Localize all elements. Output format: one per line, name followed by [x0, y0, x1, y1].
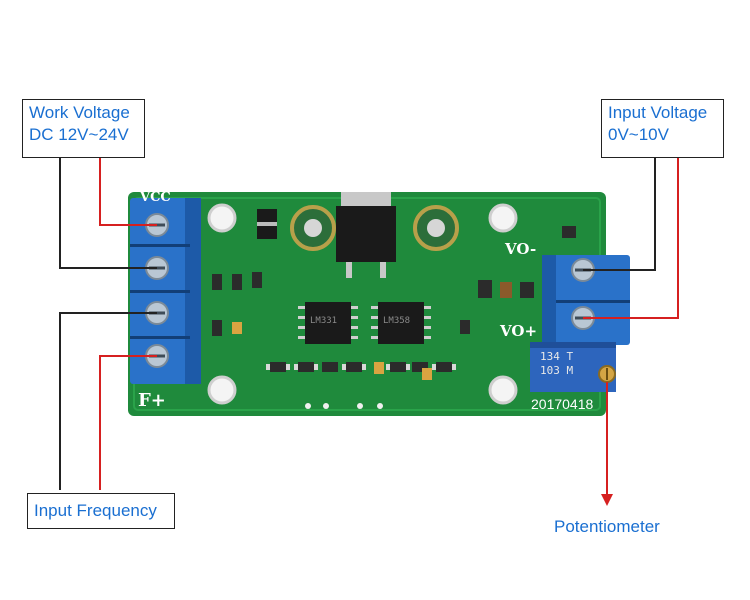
leader-lines — [59, 158, 679, 495]
silkscreen-vcc: VCC — [140, 190, 171, 205]
right-terminal-block — [542, 255, 630, 345]
input-frequency-label: Input Frequency — [27, 493, 175, 529]
smd-pads — [266, 364, 456, 370]
pot-marking-1: 134 T — [540, 350, 574, 363]
left-terminal-block — [130, 198, 201, 384]
work-voltage-line2: DC 12V~24V — [29, 125, 129, 144]
tantalum-caps — [232, 322, 432, 380]
mounting-holes — [207, 203, 518, 405]
date-code: 20170418 — [531, 396, 594, 412]
work-voltage-label: Work Voltage DC 12V~24V — [22, 99, 145, 158]
input-voltage-line1: Input Voltage — [608, 103, 708, 122]
potentiometer-label: Potentiometer — [554, 517, 660, 536]
input-voltage-line2: 0V~10V — [608, 125, 669, 144]
pcb-board — [128, 192, 606, 416]
silkscreen-vo-plus: VO+ — [500, 322, 538, 340]
arrow-head — [601, 494, 613, 506]
work-voltage-line1: Work Voltage — [29, 103, 130, 122]
ic-chip-2 — [371, 302, 431, 344]
smd-components — [212, 226, 576, 372]
capacitors — [290, 205, 459, 251]
silkscreen-vo-minus: VO- — [505, 240, 537, 258]
input-voltage-label: Input Voltage 0V~10V — [601, 99, 724, 158]
chip2-marking: LM358 — [383, 316, 411, 326]
chip1-marking: LM331 — [310, 316, 338, 326]
pot-marking-2: 103 M — [540, 364, 574, 377]
voltage-regulator — [336, 192, 396, 278]
ic-chip-1 — [298, 302, 358, 344]
via-holes — [305, 403, 383, 409]
potentiometer — [530, 342, 616, 392]
silkscreen-f-plus: F+ — [138, 390, 166, 411]
